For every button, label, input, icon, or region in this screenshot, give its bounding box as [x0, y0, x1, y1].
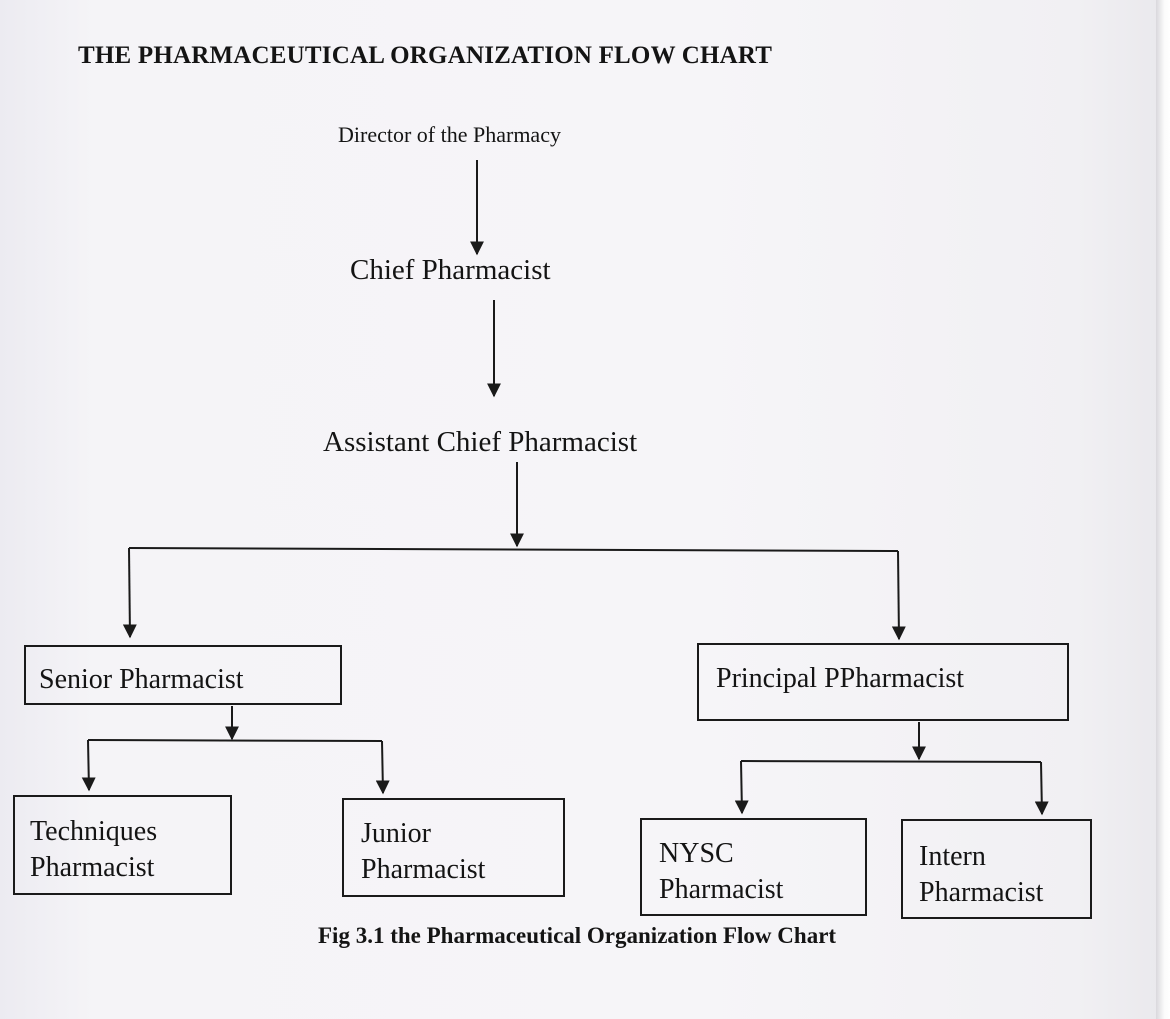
page-edge [1156, 0, 1170, 1019]
node-director: Director of the Pharmacy [338, 122, 561, 147]
node-techniques-line-1: Techniques [30, 816, 158, 847]
figure-caption: Fig 3.1 the Pharmaceutical Organization … [318, 923, 837, 948]
node-principal-label: Principal PPharmacist [716, 663, 965, 694]
node-nysc-pharmacist: NYSC Pharmacist [640, 818, 867, 916]
node-junior-line-1: Junior [361, 818, 431, 849]
node-nysc-line-2: Pharmacist [659, 873, 784, 905]
branch-top-bar [128, 547, 899, 552]
node-intern-line-1: Intern [919, 841, 986, 872]
arrow-branch-to-techniques [81, 739, 96, 792]
node-junior-line-2: Pharmacist [361, 853, 486, 885]
node-techniques-line-2: Pharmacist [30, 851, 155, 883]
node-intern-line-2: Pharmacist [919, 876, 1044, 908]
node-techniques-pharmacist: Techniques Pharmacist [13, 795, 232, 895]
node-senior-pharmacist: Senior Pharmacist [24, 645, 342, 705]
branch-senior-bar [87, 739, 383, 742]
arrow-branch-to-junior [375, 740, 390, 795]
node-nysc-line-1: NYSC [659, 838, 734, 869]
node-principal-pharmacist: Principal PPharmacist [697, 643, 1069, 721]
arrow-branch-to-intern [1034, 761, 1049, 816]
document-title: THE PHARMACEUTICAL ORGANIZATION FLOW CHA… [78, 42, 773, 69]
branch-principal-bar [740, 760, 1042, 763]
arrow-branch-to-senior [122, 547, 137, 639]
node-senior-label: Senior Pharmacist [39, 664, 244, 695]
node-junior-pharmacist: Junior Pharmacist [342, 798, 565, 897]
arrow-branch-to-principal [891, 550, 906, 641]
arrow-branch-to-nysc [734, 760, 749, 815]
node-chief-pharmacist: Chief Pharmacist [350, 254, 551, 286]
node-intern-pharmacist: Intern Pharmacist [901, 819, 1092, 919]
node-assistant-chief-pharmacist: Assistant Chief Pharmacist [323, 426, 638, 458]
